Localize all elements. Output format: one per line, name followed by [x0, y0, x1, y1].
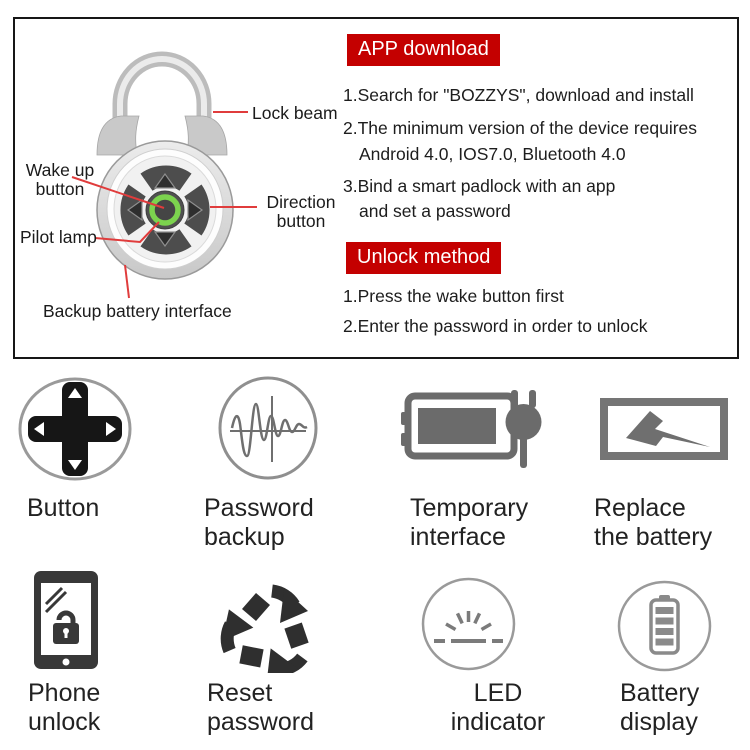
waveform-icon [218, 376, 318, 485]
feature-label-line: Battery [620, 679, 700, 707]
unlock-step-2: 2.Enter the password in order to unlock [343, 316, 648, 336]
feature-label-line: Button [27, 494, 100, 522]
app-step-2-cont: Android 4.0, IOS7.0, Bluetooth 4.0 [359, 144, 626, 164]
dpad-icon [18, 377, 132, 487]
label-line: Direction [266, 192, 336, 212]
feature-label-line: unlock [28, 708, 101, 736]
led-indicator-icon [421, 577, 516, 676]
app-step-2: 2.The minimum version of the device requ… [343, 118, 698, 138]
feature-label-line: display [620, 708, 698, 736]
label-line: Wake up [25, 160, 95, 180]
feature-label-replace-battery: Replace the battery [594, 494, 712, 552]
app-step-3-cont: and set a password [359, 201, 511, 221]
label-lock-beam: Lock beam [252, 103, 338, 123]
direction-arrows [126, 172, 204, 248]
feature-label-line: Reset [207, 679, 273, 707]
feature-label-battery-display: Battery display [620, 679, 699, 737]
battery-plug-icon [400, 384, 550, 479]
padlock-illustration [71, 51, 257, 299]
feature-label-temporary-interface: Temporary interface [410, 494, 528, 552]
unlock-method-header: Unlock method [346, 242, 502, 274]
lock-beam-shackle [112, 51, 212, 154]
leader-lines [71, 111, 257, 299]
phone-lock-icon [33, 570, 99, 675]
feature-label-line: Replace [594, 494, 686, 522]
feature-label-line: backup [204, 523, 285, 551]
instruction-panel: Wake up button Pilot lamp Lock beam Dire… [13, 17, 739, 359]
battery-level-icon [617, 580, 712, 677]
feature-label-line: password [207, 708, 314, 736]
feature-label-line: indicator [450, 708, 546, 736]
label-line: button [276, 211, 326, 231]
feature-label-password-backup: Password backup [204, 494, 314, 552]
battery-bolt-icon [600, 398, 728, 465]
feature-label-reset-password: Reset password [207, 679, 314, 737]
feature-label-line: LED [473, 679, 523, 707]
feature-label-led-indicator: LED indicator [440, 679, 556, 737]
app-step-3: 3.Bind a smart padlock with an app [343, 176, 616, 196]
label-pilot-lamp: Pilot lamp [20, 227, 97, 247]
feature-label-line: Temporary [410, 494, 529, 522]
feature-label-line: Password [204, 494, 314, 522]
feature-label-phone-unlock: Phone unlock [28, 679, 100, 737]
label-direction-button: Direction button [255, 193, 347, 231]
label-backup-battery-interface: Backup battery interface [43, 301, 232, 321]
label-line: button [35, 179, 85, 199]
app-download-header: APP download [347, 34, 500, 66]
feature-label-line: Phone [28, 679, 101, 707]
recycle-icon [218, 581, 318, 679]
app-step-1: 1.Search for "BOZZYS", download and inst… [343, 85, 694, 105]
unlock-step-1: 1.Press the wake button first [343, 286, 564, 306]
feature-label-button: Button [27, 494, 99, 523]
feature-label-line: the battery [594, 523, 713, 551]
pilot-lamp [149, 194, 181, 226]
feature-label-line: interface [410, 523, 506, 551]
label-wake-up-button: Wake up button [17, 161, 103, 199]
